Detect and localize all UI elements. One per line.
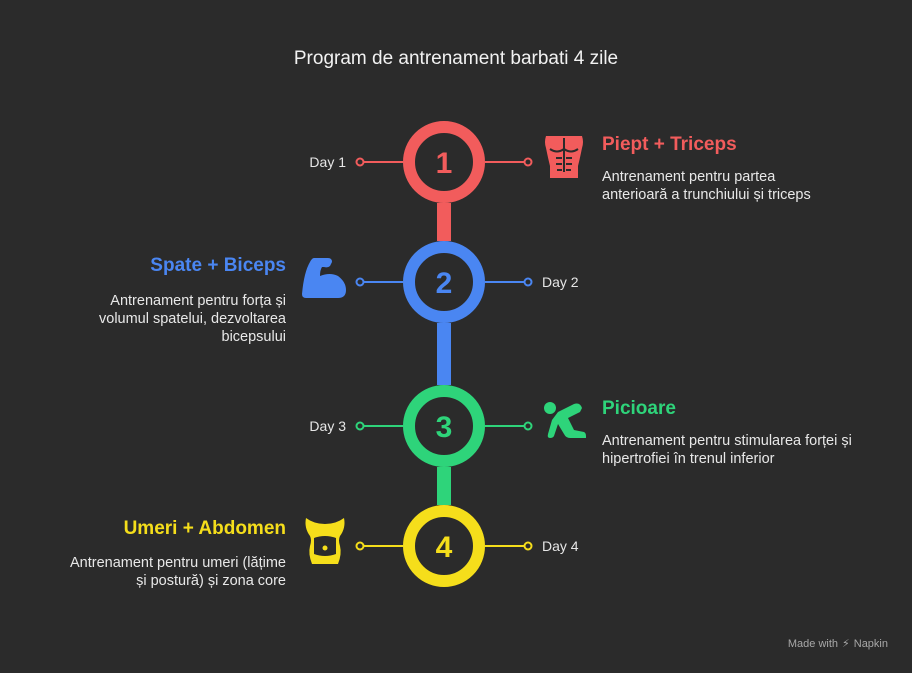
step-1-description: Antrenament pentru partea anterioară a t… <box>602 169 811 203</box>
step-1-number: 1 <box>436 147 453 180</box>
footer-made-with: Made with <box>787 637 839 650</box>
step-3-circle <box>403 385 485 467</box>
step-4-description: Antrenament pentru umeri (lățime și post… <box>70 555 286 589</box>
connector-2-3 <box>437 323 451 385</box>
step-3-number: 3 <box>436 411 453 444</box>
step-2-left-dot <box>355 277 365 287</box>
step-1-left-dot <box>355 157 365 167</box>
connector-1-2 <box>437 203 451 241</box>
step-2-right-dot <box>523 277 533 287</box>
flexed-biceps-icon <box>300 254 348 305</box>
step-1-right-dot <box>523 157 533 167</box>
step-3: 3 Day 3 <box>309 385 533 467</box>
step-1-circle <box>403 121 485 203</box>
step-2-description: Antrenament pentru forța și volumul spat… <box>99 293 286 345</box>
step-3-left-dot <box>355 421 365 431</box>
step-3-heading: Picioare <box>602 398 676 419</box>
step-4-circle <box>403 505 485 587</box>
step-2-circle <box>403 241 485 323</box>
step-3-day: Day 3 <box>309 418 346 434</box>
step-2-heading: Spate + Biceps <box>150 255 286 276</box>
napkin-logo-icon: ⚡ <box>842 638 850 650</box>
step-4-left-dot <box>355 541 365 551</box>
step-4: 4 Day 4 <box>355 505 579 587</box>
step-1-heading: Piept + Triceps <box>602 134 737 155</box>
step-4-heading: Umeri + Abdomen <box>123 518 286 539</box>
step-4-number: 4 <box>436 531 453 564</box>
page-title: Program de antrenament barbati 4 zile <box>293 48 619 69</box>
step-4-right-dot <box>523 541 533 551</box>
step-2: 2 Day 2 <box>355 241 579 323</box>
footer-brand: Napkin <box>853 637 888 650</box>
step-4-day: Day 4 <box>542 538 579 554</box>
footer-credit: Made with ⚡ Napkin <box>787 637 888 651</box>
squatting-person-icon <box>540 400 588 445</box>
step-3-description: Antrenament pentru stimularea forței și … <box>602 433 852 467</box>
torso-chest-icon <box>540 132 588 185</box>
connector-3-4 <box>437 467 451 505</box>
torso-abs-icon <box>302 514 348 571</box>
step-1: 1 Day 1 <box>309 121 533 203</box>
step-2-day: Day 2 <box>542 274 579 290</box>
step-3-right-dot <box>523 421 533 431</box>
step-2-number: 2 <box>436 267 453 300</box>
step-1-day: Day 1 <box>309 154 346 170</box>
